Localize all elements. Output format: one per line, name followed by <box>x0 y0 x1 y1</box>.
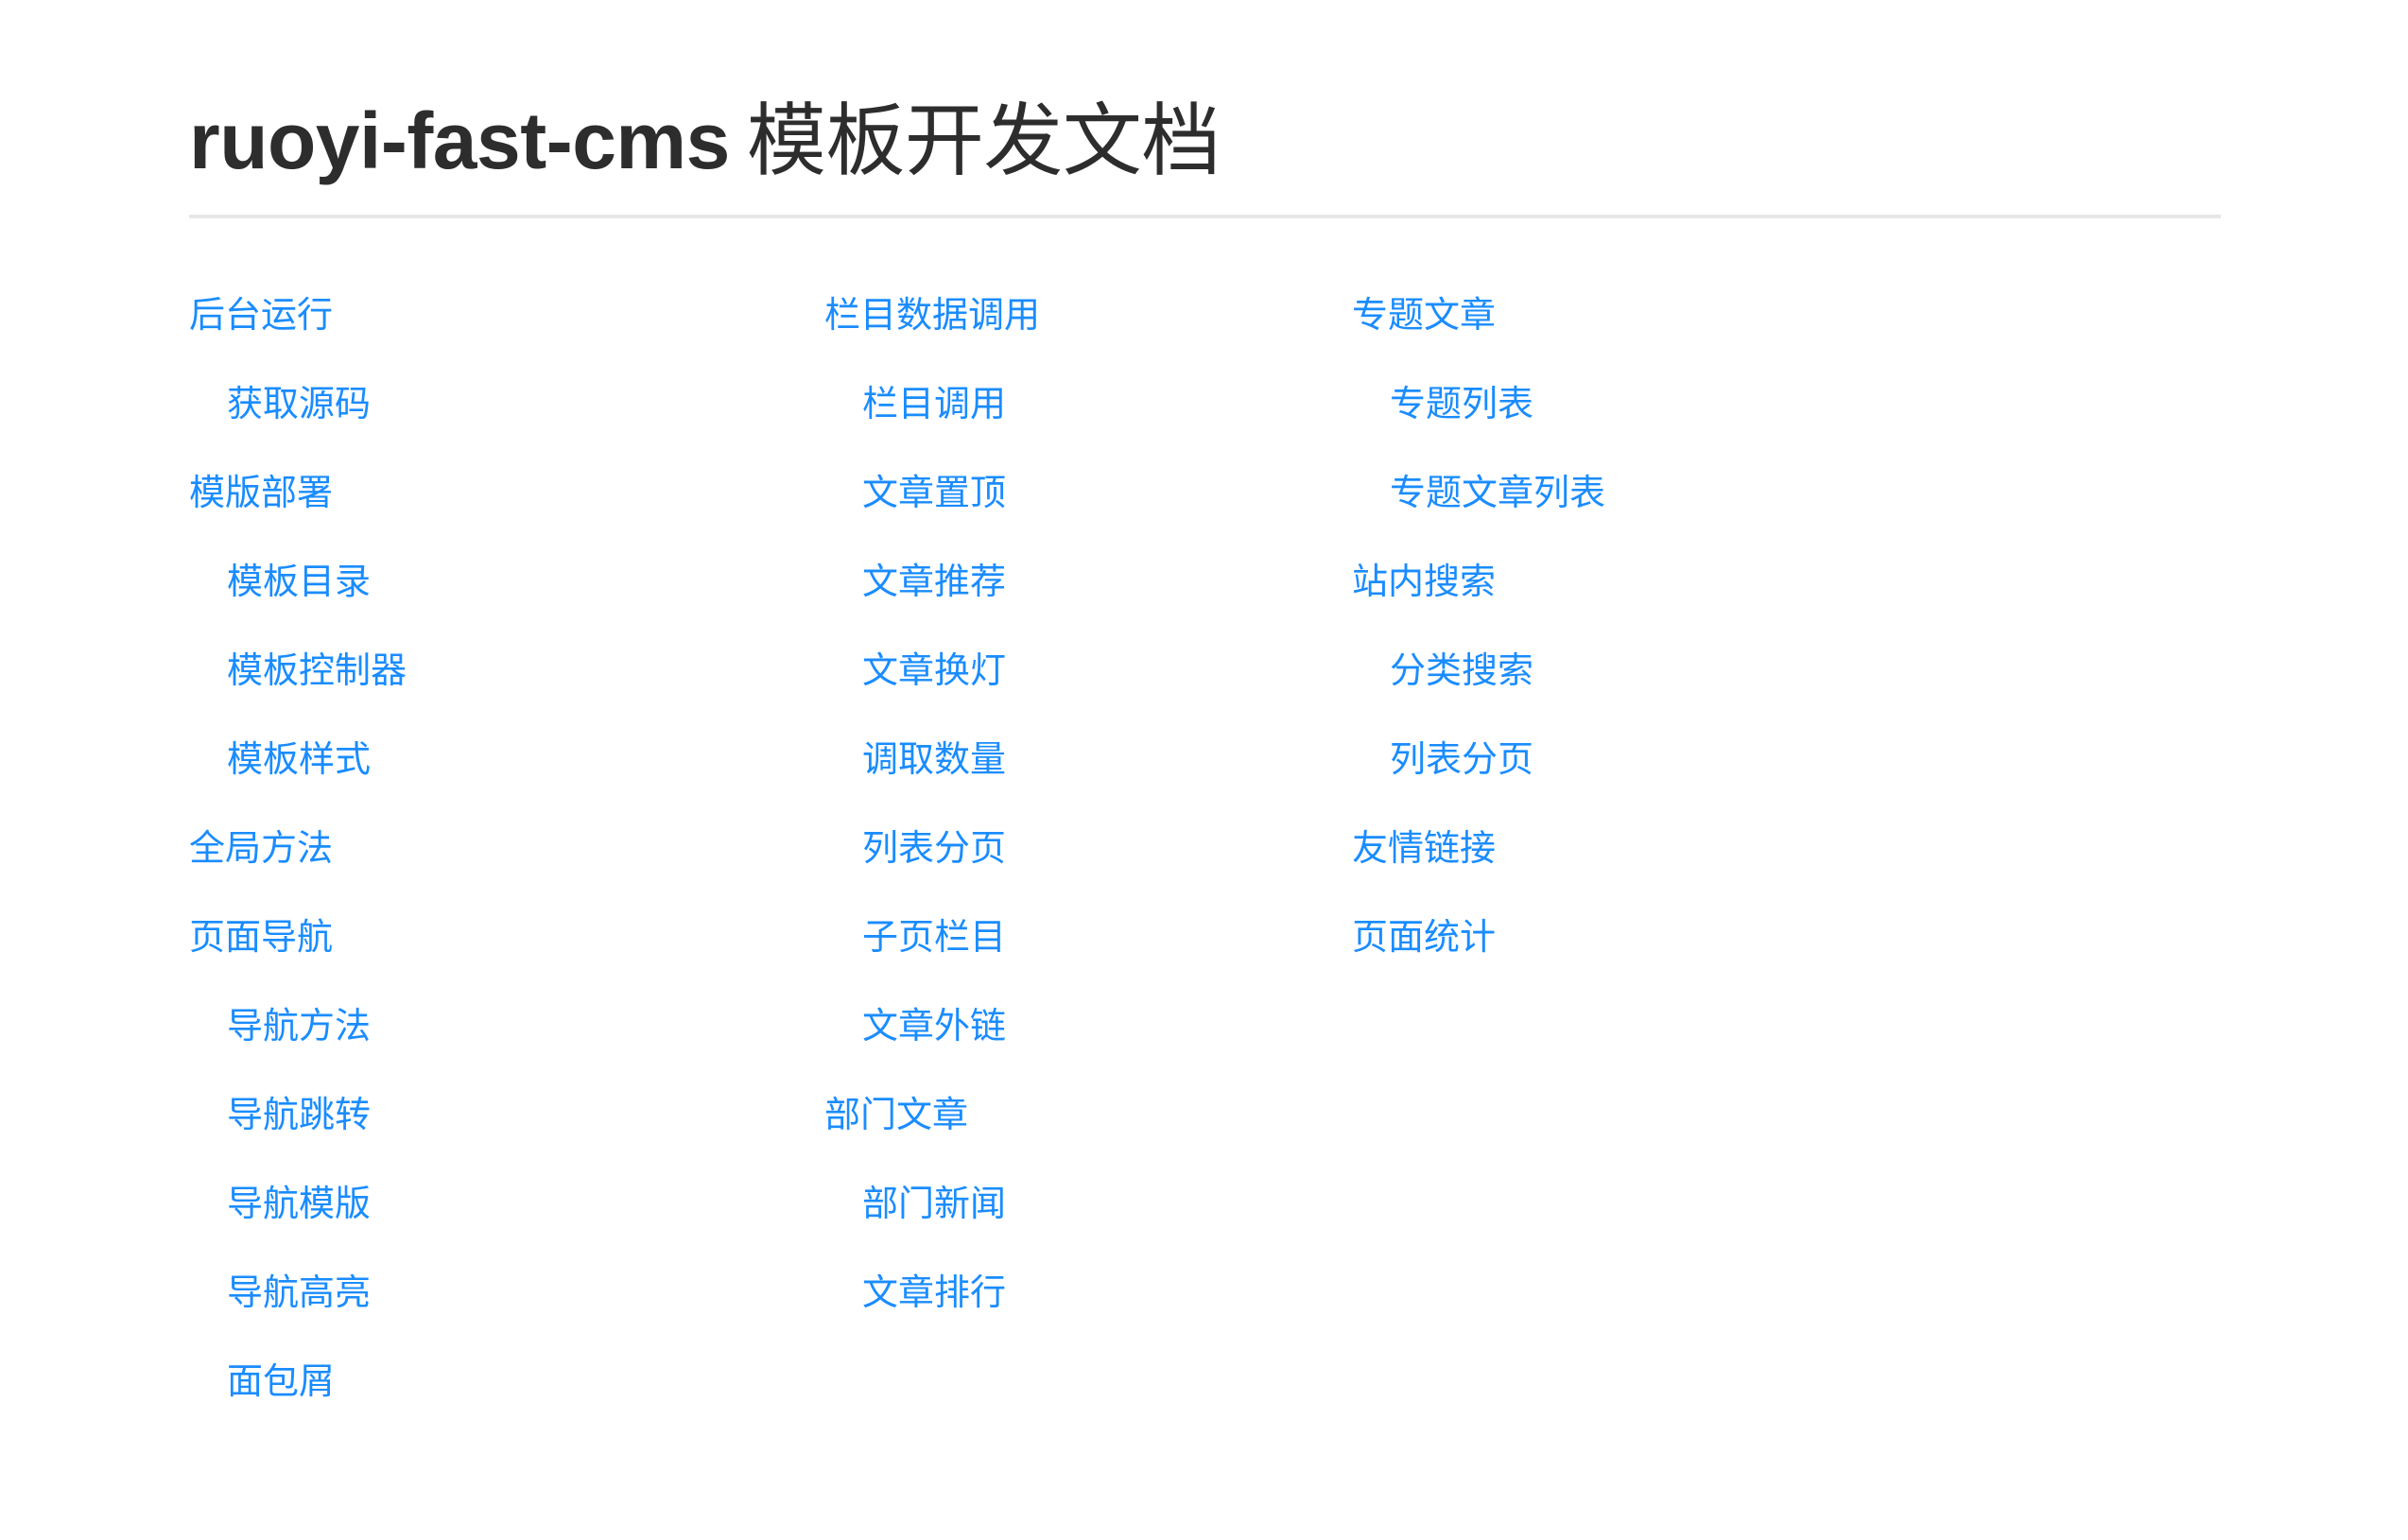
toc-link[interactable]: 页面导航 <box>189 917 334 958</box>
toc-link[interactable]: 子页栏目 <box>862 917 1007 958</box>
toc-link[interactable]: 栏目数据调用 <box>824 295 1041 336</box>
toc-link[interactable]: 列表分页 <box>862 828 1007 869</box>
toc-link[interactable]: 栏目调用 <box>862 384 1007 424</box>
toc-link[interactable]: 导航跳转 <box>227 1095 372 1135</box>
toc-link[interactable]: 文章换灯 <box>862 650 1007 691</box>
toc-column-1: 后台运行获取源码模版部署模板目录模板控制器模板样式全局方法页面导航导航方法导航跳… <box>189 298 824 1453</box>
toc-link[interactable]: 获取源码 <box>227 384 372 424</box>
toc-link[interactable]: 导航方法 <box>227 1006 372 1047</box>
toc-link[interactable]: 页面统计 <box>1352 917 1497 958</box>
toc-link[interactable]: 模板目录 <box>227 562 372 602</box>
toc-link[interactable]: 文章推荐 <box>862 562 1007 602</box>
toc-link[interactable]: 文章排行 <box>862 1272 1007 1313</box>
toc-link[interactable]: 模板控制器 <box>227 650 407 691</box>
toc-link[interactable]: 分类搜索 <box>1390 650 1534 691</box>
toc-link[interactable]: 站内搜索 <box>1352 562 1497 602</box>
toc-column-3: 专题文章专题列表专题文章列表站内搜索分类搜索列表分页友情链接页面统计 <box>1352 298 1919 1009</box>
toc-link[interactable]: 模板样式 <box>227 739 372 780</box>
toc-link[interactable]: 导航模版 <box>227 1184 372 1224</box>
toc-link[interactable]: 面包屑 <box>227 1361 336 1402</box>
toc-link[interactable]: 专题文章 <box>1352 295 1497 336</box>
toc-column-2: 栏目数据调用栏目调用文章置顶文章推荐文章换灯调取数量列表分页子页栏目文章外链部门… <box>824 298 1352 1364</box>
page-title-main: ruoyi-fast-cms <box>189 96 730 185</box>
toc-link[interactable]: 专题文章列表 <box>1390 473 1606 513</box>
title-divider <box>189 214 2221 218</box>
toc-link[interactable]: 全局方法 <box>189 828 334 869</box>
toc-link[interactable]: 调取数量 <box>862 739 1007 780</box>
toc-link[interactable]: 专题列表 <box>1390 384 1534 424</box>
toc-link[interactable]: 部门文章 <box>824 1095 969 1135</box>
toc-link[interactable]: 导航高亮 <box>227 1272 372 1313</box>
toc-link[interactable]: 列表分页 <box>1390 739 1534 780</box>
toc-link[interactable]: 友情链接 <box>1352 828 1497 869</box>
table-of-contents: 后台运行获取源码模版部署模板目录模板控制器模板样式全局方法页面导航导航方法导航跳… <box>189 298 2219 1453</box>
toc-link[interactable]: 部门新闻 <box>862 1184 1007 1224</box>
toc-link[interactable]: 后台运行 <box>189 295 334 336</box>
page-title-sub: 模板开发文档 <box>746 96 1221 185</box>
toc-link[interactable]: 文章置顶 <box>862 473 1007 513</box>
toc-link[interactable]: 模版部署 <box>189 473 334 513</box>
toc-link[interactable]: 文章外链 <box>862 1006 1007 1047</box>
